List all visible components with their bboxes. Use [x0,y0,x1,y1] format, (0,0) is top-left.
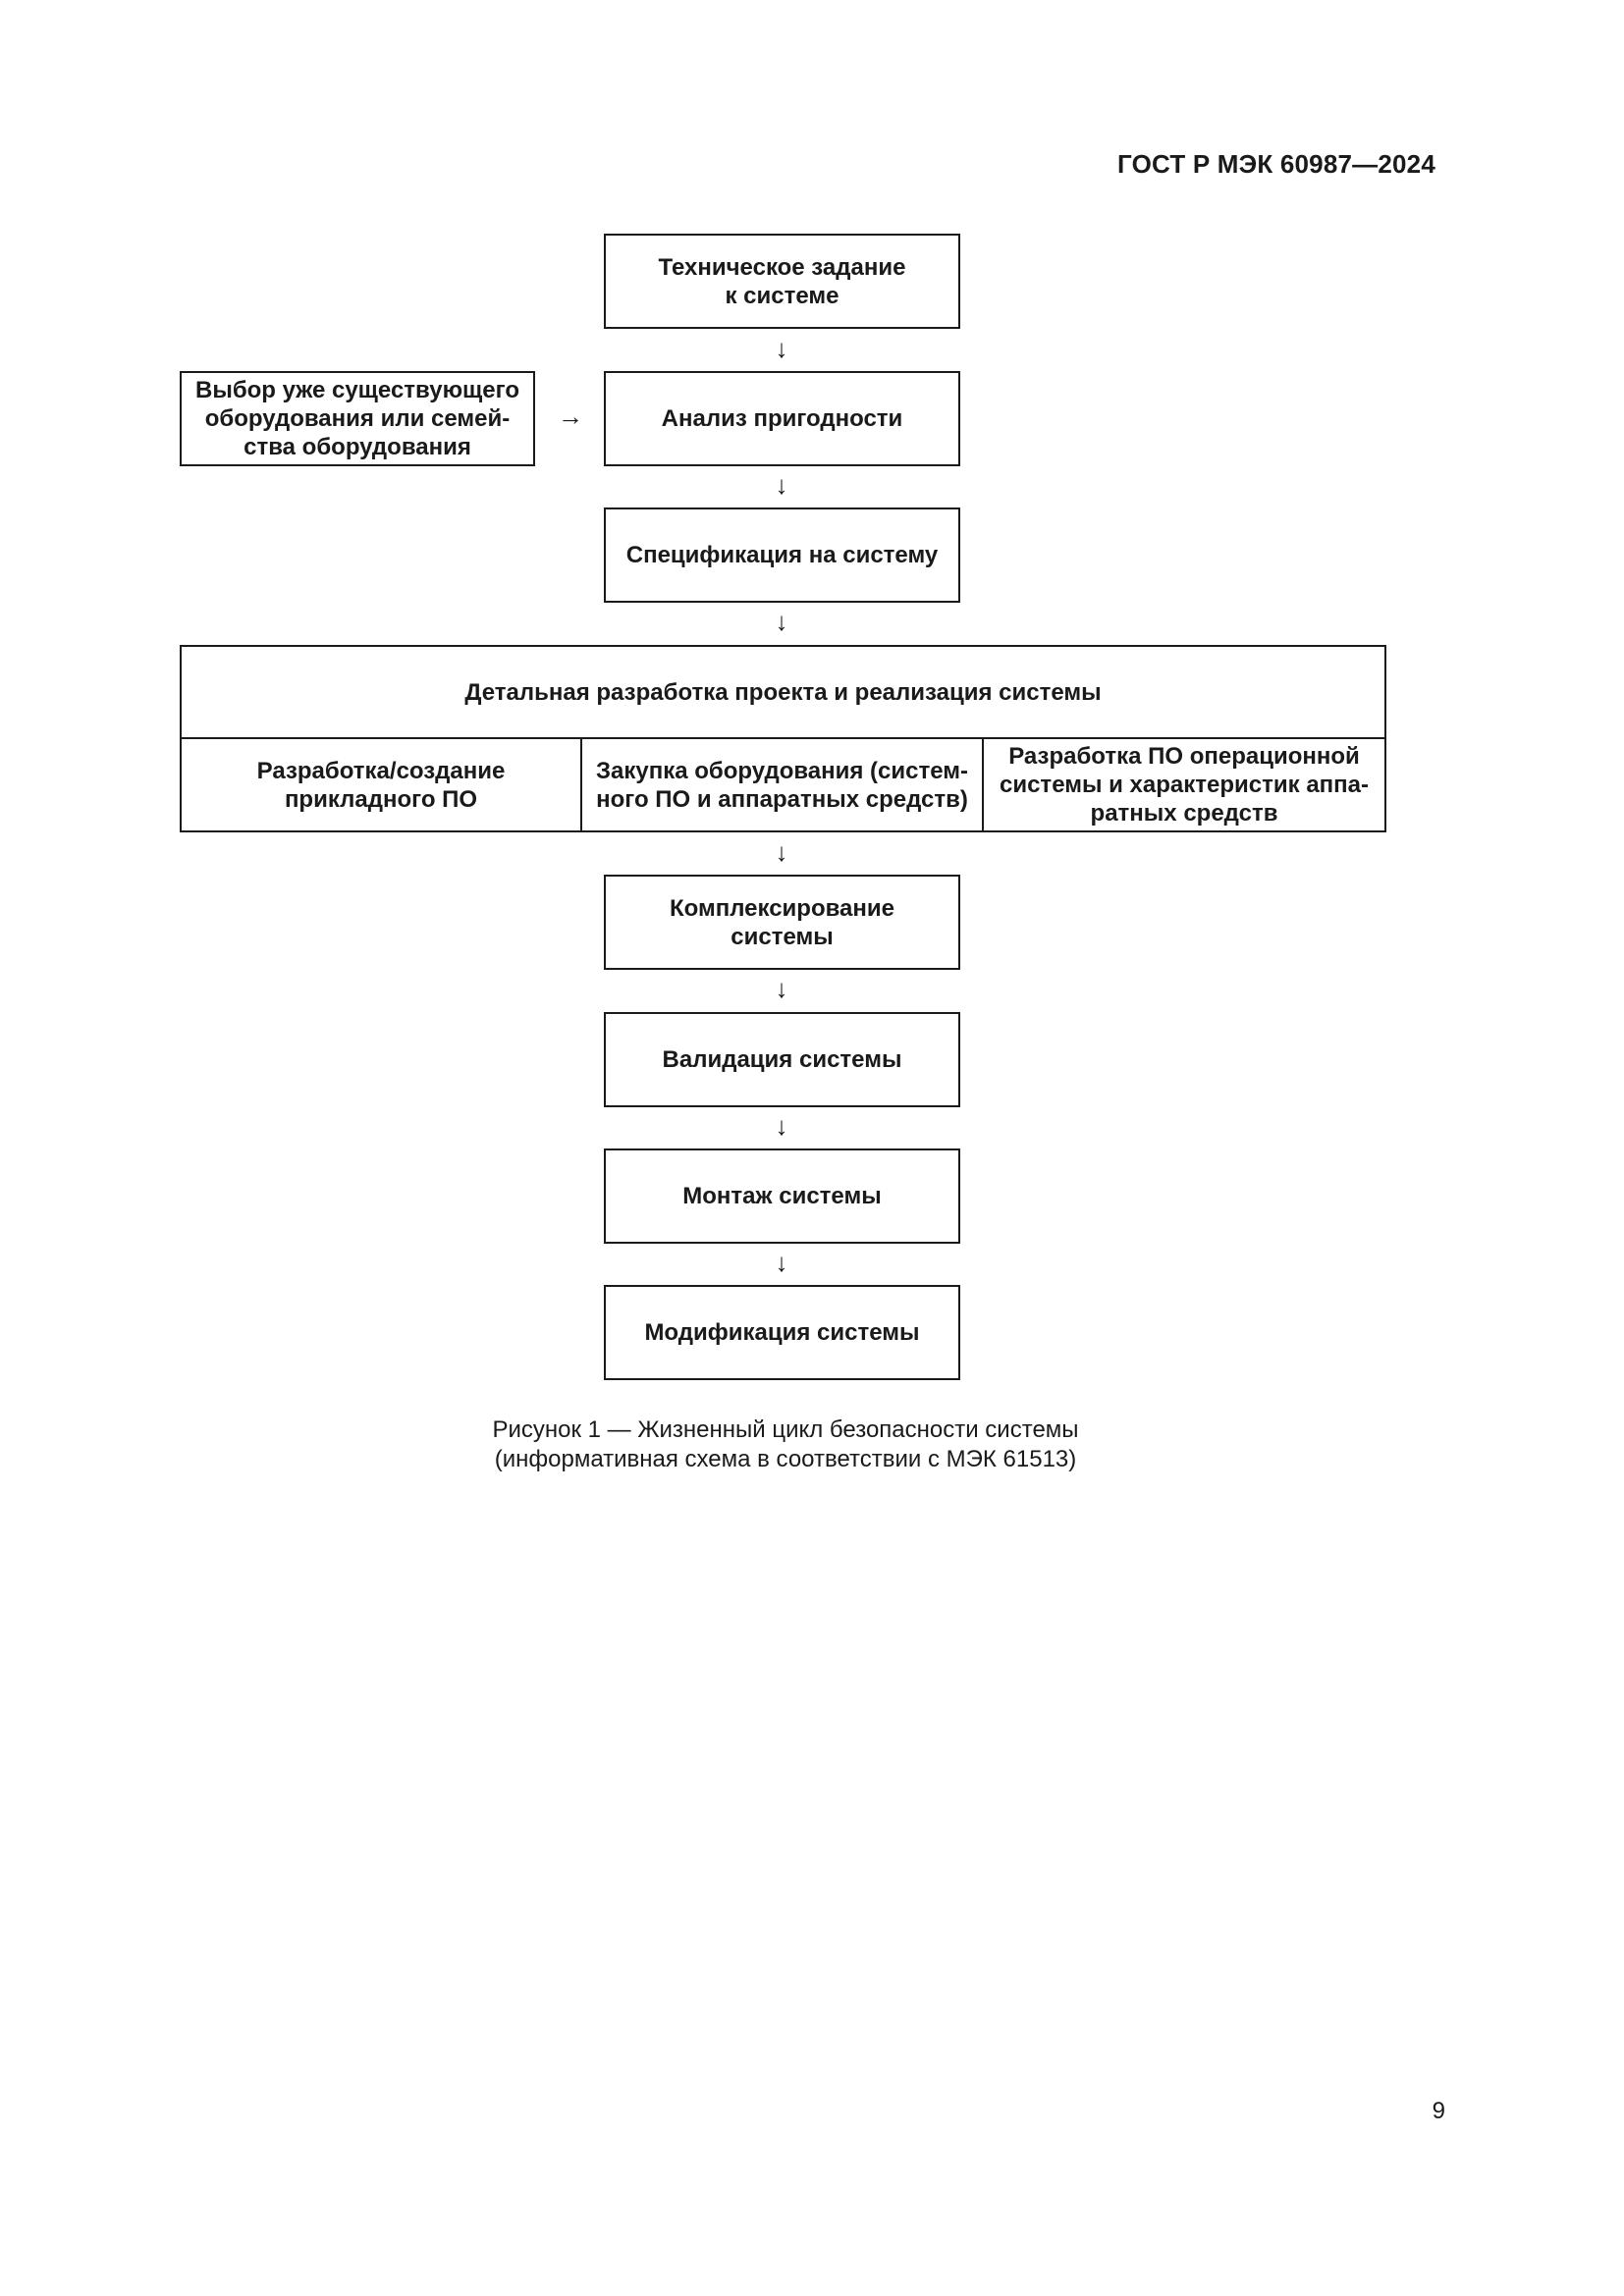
installation-label: Монтаж системы [682,1183,882,1209]
existing-equipment-label: Выбор уже существующего оборудования или… [194,377,519,460]
integration-label: Комплексирование системы [669,894,895,950]
installation-box: Монтаж системы [604,1148,960,1244]
existing-equipment-box: Выбор уже существующего оборудования или… [180,371,535,466]
arrow-down-icon: ↓ [775,974,788,1003]
integration-box: Комплексирование системы [604,875,960,970]
tech-spec-label: Техническое задание к системе [658,253,906,309]
caption-line-1: Рисунок 1 — Жизненный цикл безопасности … [492,1416,1079,1443]
arrow-down-icon: ↓ [775,607,788,636]
document-id: ГОСТ Р МЭК 60987—2024 [1116,149,1435,179]
equipment-procurement-cell: Закупка оборудования (систем- ного ПО и … [582,739,984,830]
tech-spec-box: Техническое задание к системе [604,234,960,329]
suitability-analysis-box: Анализ пригодности [604,371,960,466]
detailed-design-title: Детальная разработка проекта и реализаци… [182,647,1384,739]
modification-box: Модификация системы [604,1285,960,1380]
arrow-down-icon: ↓ [775,1248,788,1277]
arrow-down-icon: ↓ [775,334,788,363]
system-spec-label: Спецификация на систему [625,542,939,568]
validation-label: Валидация системы [662,1046,902,1073]
figure-caption: Рисунок 1 — Жизненный цикл безопасности … [295,1415,1276,1474]
page-number: 9 [1432,2098,1445,2124]
arrow-down-icon: ↓ [775,470,788,500]
modification-label: Модификация системы [644,1319,920,1346]
os-software-label: Разработка ПО операционной системы и хар… [999,743,1370,827]
detailed-design-title-label: Детальная разработка проекта и реализаци… [464,678,1102,706]
caption-line-2: (информативная схема в соответствии с МЭ… [494,1446,1077,1472]
suitability-analysis-label: Анализ пригодности [661,405,903,432]
equipment-procurement-label: Закупка оборудования (систем- ного ПО и … [595,757,969,813]
app-software-cell: Разработка/создание прикладного ПО [182,739,582,830]
arrow-down-icon: ↓ [775,837,788,867]
validation-box: Валидация системы [604,1012,960,1107]
os-software-cell: Разработка ПО операционной системы и хар… [984,739,1384,830]
detailed-design-block: Детальная разработка проекта и реализаци… [180,645,1386,832]
arrow-right-icon: → [558,401,583,431]
system-spec-box: Спецификация на систему [604,507,960,603]
arrow-down-icon: ↓ [775,1111,788,1141]
app-software-label: Разработка/создание прикладного ПО [256,757,506,813]
